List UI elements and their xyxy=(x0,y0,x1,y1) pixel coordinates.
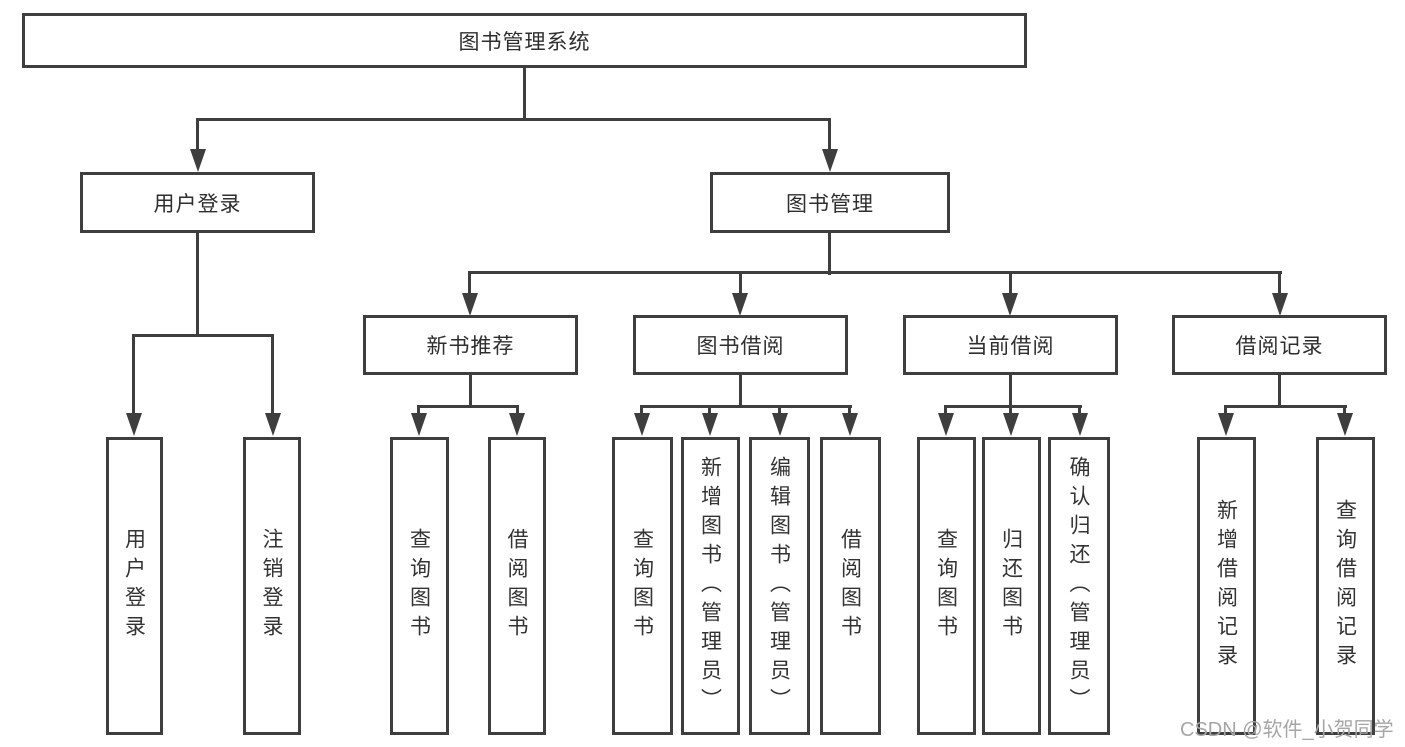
arrowhead-down-icon xyxy=(938,413,954,436)
connector-vline xyxy=(1224,405,1227,417)
connector-hline xyxy=(132,334,274,337)
connector-vline xyxy=(739,271,742,295)
connector-vline xyxy=(944,405,947,417)
connector-vline xyxy=(1078,405,1081,417)
node-book-borrowing: 图书借阅 xyxy=(633,315,848,375)
leaf-query-books-recommend: 查询图书 xyxy=(390,437,449,735)
connector-vline xyxy=(196,118,199,152)
leaf-add-books-admin: 新增图书（管理员） xyxy=(681,437,740,735)
node-label: 图书借阅 xyxy=(696,335,785,358)
connector-vline xyxy=(1009,375,1012,408)
arrowhead-down-icon xyxy=(1218,413,1234,436)
connector-hline xyxy=(196,118,831,121)
node-user-login: 用户登录 xyxy=(80,172,315,233)
node-label: 新增图书（管理员） xyxy=(698,455,723,717)
node-label: 借阅图书 xyxy=(505,528,529,644)
arrowhead-down-icon xyxy=(462,293,478,316)
connector-vline xyxy=(640,405,643,417)
connector-hline xyxy=(417,405,519,408)
node-label: 图书管理 xyxy=(786,192,874,216)
arrowhead-down-icon xyxy=(509,413,525,436)
connector-vline xyxy=(848,405,851,417)
node-label: 借阅图书 xyxy=(838,528,863,644)
node-label: 图书管理系统 xyxy=(458,30,591,54)
connector-hline xyxy=(640,405,852,408)
connector-vline xyxy=(132,334,135,415)
arrowhead-down-icon xyxy=(1337,413,1353,436)
connector-vline xyxy=(1009,271,1012,295)
connector-vline xyxy=(1278,271,1281,295)
node-label: 确认归还（管理员） xyxy=(1067,455,1091,717)
leaf-user-login: 用户登录 xyxy=(106,437,163,735)
arrowhead-down-icon xyxy=(842,413,858,436)
connector-vline xyxy=(516,405,519,417)
arrowhead-down-icon xyxy=(702,413,718,436)
connector-vline xyxy=(778,405,781,417)
node-label: 查询借阅记录 xyxy=(1333,499,1358,673)
connector-vline xyxy=(708,405,711,417)
connector-hline xyxy=(944,405,1082,408)
leaf-borrow-books-recommend: 借阅图书 xyxy=(488,437,546,735)
leaf-confirm-return-admin: 确认归还（管理员） xyxy=(1048,437,1110,735)
connector-vline xyxy=(828,118,831,152)
leaf-query-books-current: 查询图书 xyxy=(917,437,976,735)
node-label: 用户登录 xyxy=(122,528,147,644)
leaf-return-books: 归还图书 xyxy=(982,437,1041,735)
node-label: 当前借阅 xyxy=(966,335,1055,358)
connector-hline xyxy=(1224,405,1347,408)
arrowhead-down-icon xyxy=(1002,293,1018,316)
node-label: 新书推荐 xyxy=(426,335,515,358)
arrowhead-down-icon xyxy=(732,293,748,316)
node-label: 查询图书 xyxy=(630,528,655,644)
node-label: 查询图书 xyxy=(934,528,959,644)
arrowhead-down-icon xyxy=(1072,413,1088,436)
connector-hline xyxy=(468,271,1282,274)
arrowhead-down-icon xyxy=(772,413,788,436)
node-borrowing-records: 借阅记录 xyxy=(1172,315,1387,375)
node-label: 归还图书 xyxy=(999,528,1024,644)
node-label: 借阅记录 xyxy=(1235,335,1324,358)
arrowhead-down-icon xyxy=(265,413,281,436)
node-current-borrowing: 当前借阅 xyxy=(903,315,1118,375)
arrowhead-down-icon xyxy=(634,413,650,436)
arrowhead-down-icon xyxy=(1272,293,1288,316)
connector-vline xyxy=(469,375,472,408)
connector-vline xyxy=(828,233,831,275)
node-book-management: 图书管理 xyxy=(710,172,950,233)
connector-vline xyxy=(468,271,471,295)
node-label: 用户登录 xyxy=(153,192,242,216)
connector-vline xyxy=(523,68,526,121)
connector-vline xyxy=(196,233,199,337)
watermark: CSDN @软件_小贺同学 xyxy=(1180,719,1394,741)
node-new-book-recommendation: 新书推荐 xyxy=(363,315,578,375)
connector-vline xyxy=(271,334,274,415)
leaf-borrow-books-borrowing: 借阅图书 xyxy=(820,437,881,735)
arrowhead-down-icon xyxy=(126,413,142,436)
connector-vline xyxy=(739,375,742,408)
node-label: 编辑图书（管理员） xyxy=(767,455,792,717)
connector-vline xyxy=(1009,405,1012,417)
node-label: 注销登录 xyxy=(260,528,284,644)
leaf-edit-books-admin: 编辑图书（管理员） xyxy=(749,437,810,735)
leaf-logout: 注销登录 xyxy=(243,437,301,735)
node-label: 新增借阅记录 xyxy=(1214,499,1239,673)
connector-vline xyxy=(1278,375,1281,408)
leaf-query-borrow-record: 查询借阅记录 xyxy=(1316,437,1375,735)
arrowhead-down-icon xyxy=(411,413,427,436)
leaf-query-books-borrowing: 查询图书 xyxy=(612,437,673,735)
arrowhead-down-icon xyxy=(822,149,838,172)
connector-vline xyxy=(417,405,420,417)
node-library-management-system: 图书管理系统 xyxy=(22,13,1027,68)
connector-vline xyxy=(1343,405,1346,417)
node-label: 查询图书 xyxy=(407,528,432,644)
leaf-add-borrow-record: 新增借阅记录 xyxy=(1197,437,1256,735)
arrowhead-down-icon xyxy=(190,149,206,172)
arrowhead-down-icon xyxy=(1003,413,1019,436)
